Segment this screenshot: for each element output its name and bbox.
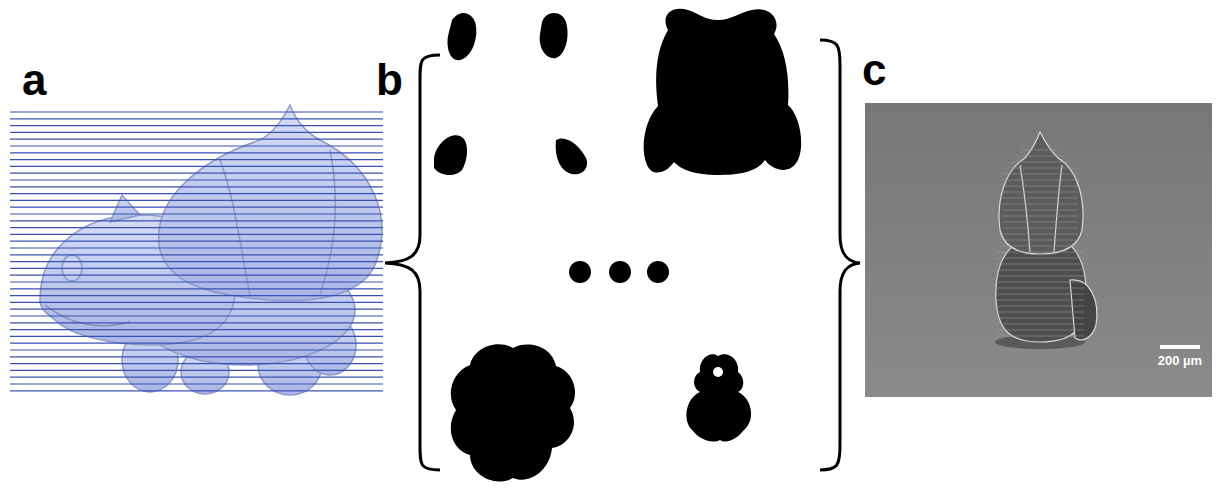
slice-line [10,336,383,337]
slice-line [10,132,383,133]
layer-mark [996,312,1084,313]
sem-print [995,132,1097,349]
layer-mark [996,294,1084,295]
slice-line [10,315,383,316]
model-3d [40,105,382,395]
slice-line [10,186,383,187]
left-brace [385,55,440,470]
slice-line [10,309,383,310]
layer-mark [996,300,1084,301]
layer-mark [996,288,1084,289]
slice-line [10,268,383,269]
slice-line [10,234,383,235]
slice-line [10,254,383,255]
panel-letter: a [22,58,46,102]
layer-mark [996,270,1084,271]
slice-line [10,343,383,344]
layer-mark [996,276,1084,277]
slice-line [10,207,383,208]
slice-line [10,329,383,330]
right-brace [820,40,860,470]
layer-mark [1015,156,1064,157]
slice-line [10,213,383,214]
layer-mark [1010,162,1071,163]
slice-line [10,145,383,146]
layer-mark [1002,198,1078,199]
layer-mark [1002,246,1078,247]
slice-line [10,179,383,180]
slice-line [10,111,383,112]
slice-line [10,370,383,371]
slice-line [10,193,383,194]
layer-mark [1002,216,1078,217]
slice-line [10,383,383,384]
layer-mark [1002,228,1078,229]
layer-mark [1002,240,1078,241]
layer-mark [996,258,1084,259]
slice-line [10,377,383,378]
layer-mark [1002,192,1078,193]
layer-mark [996,282,1084,283]
sem-image [865,103,1212,397]
slice-line [10,152,383,153]
slice-silhouettes [434,9,801,482]
layer-mark [1002,222,1078,223]
slice-line [10,166,383,167]
slice-line [10,247,383,248]
layer-mark [996,264,1084,265]
slice-line [10,356,383,357]
slice-line [10,118,383,119]
slice-line [10,173,383,174]
layer-mark [1002,204,1078,205]
layer-mark [996,318,1084,319]
slice-line [10,349,383,350]
layer-mark [996,336,1084,337]
slice-line [10,295,383,296]
slice-line [10,322,383,323]
slice-line [10,275,383,276]
panel-letter: b [376,58,403,102]
slice-line [10,125,383,126]
slice-line [10,302,383,303]
slice-line [10,241,383,242]
slice-line [10,390,383,391]
slice-line [10,261,383,262]
slice-line [10,227,383,228]
slice-line [10,200,383,201]
slice-line [10,159,383,160]
layer-mark [996,330,1084,331]
layer-mark [1002,174,1078,175]
layer-mark [996,306,1084,307]
layer-mark [1002,180,1078,181]
slice-line [10,363,383,364]
scale-bar [1160,345,1200,349]
scale-label: 200 µm [1158,354,1202,367]
layer-mark [1002,210,1078,211]
layer-mark [996,324,1084,325]
slice-line [10,220,383,221]
layer-mark [1004,168,1076,169]
panel-letter: c [862,48,886,92]
layer-mark [996,252,1084,253]
slice-lines [10,112,383,391]
slice-line [10,139,383,140]
layer-mark [1002,186,1078,187]
layer-mark [1021,150,1059,151]
slice-line [10,288,383,289]
layer-mark [1002,234,1078,235]
slice-line [10,281,383,282]
